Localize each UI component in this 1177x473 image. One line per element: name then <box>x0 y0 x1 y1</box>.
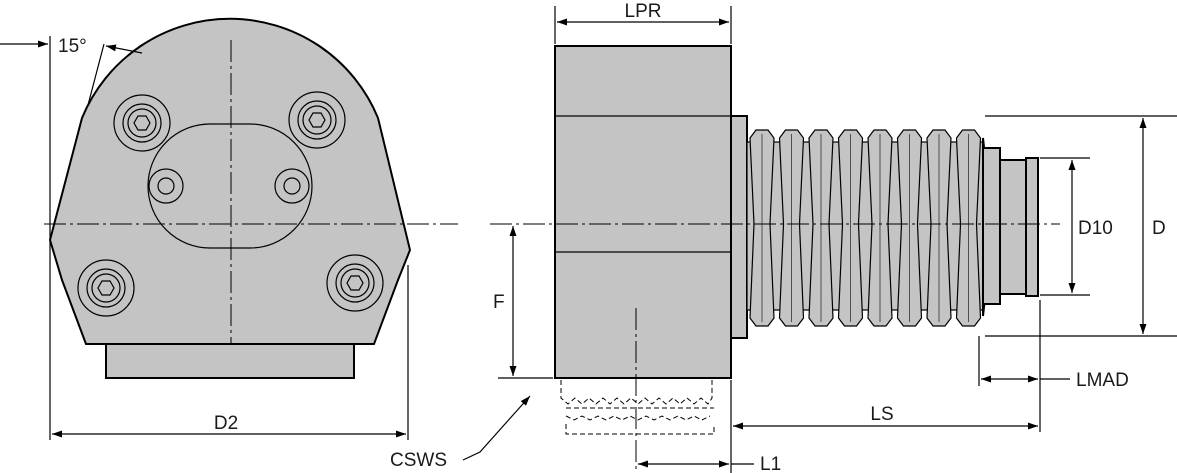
d-label: D <box>1152 218 1166 239</box>
bolt-bottom-left <box>77 259 135 317</box>
csws-label: CSWS <box>390 450 447 471</box>
bolt-top-left <box>113 94 171 152</box>
angle-arrow-right <box>105 44 143 54</box>
csws-leader <box>462 395 531 461</box>
d10-label: D10 <box>1078 218 1113 239</box>
fins <box>749 129 982 327</box>
f-label: F <box>493 292 505 313</box>
finned-shank <box>746 129 984 327</box>
angle-extension-line <box>87 43 105 106</box>
hole-left <box>148 168 184 204</box>
hidden-serrations <box>560 380 715 435</box>
ls-label: LS <box>870 404 893 425</box>
side-view: LPR F CSWS D D10 LMAD LS L1 <box>390 1 1177 473</box>
oval-boss <box>147 123 313 249</box>
side-main-block <box>554 45 732 379</box>
lpr-label: LPR <box>625 1 662 22</box>
l1-label: L1 <box>760 454 781 473</box>
hole-right <box>274 168 310 204</box>
rear-collar <box>982 147 1001 305</box>
bolt-top-right <box>288 91 346 149</box>
d2-label: D2 <box>214 413 238 434</box>
front-view: D2 15° <box>0 17 458 440</box>
bolt-bottom-right <box>326 254 384 312</box>
angle-label: 15° <box>58 36 87 57</box>
side-step <box>730 115 748 339</box>
lmad-label: LMAD <box>1076 370 1129 391</box>
rear-neck <box>999 159 1027 295</box>
tip <box>1025 157 1039 297</box>
